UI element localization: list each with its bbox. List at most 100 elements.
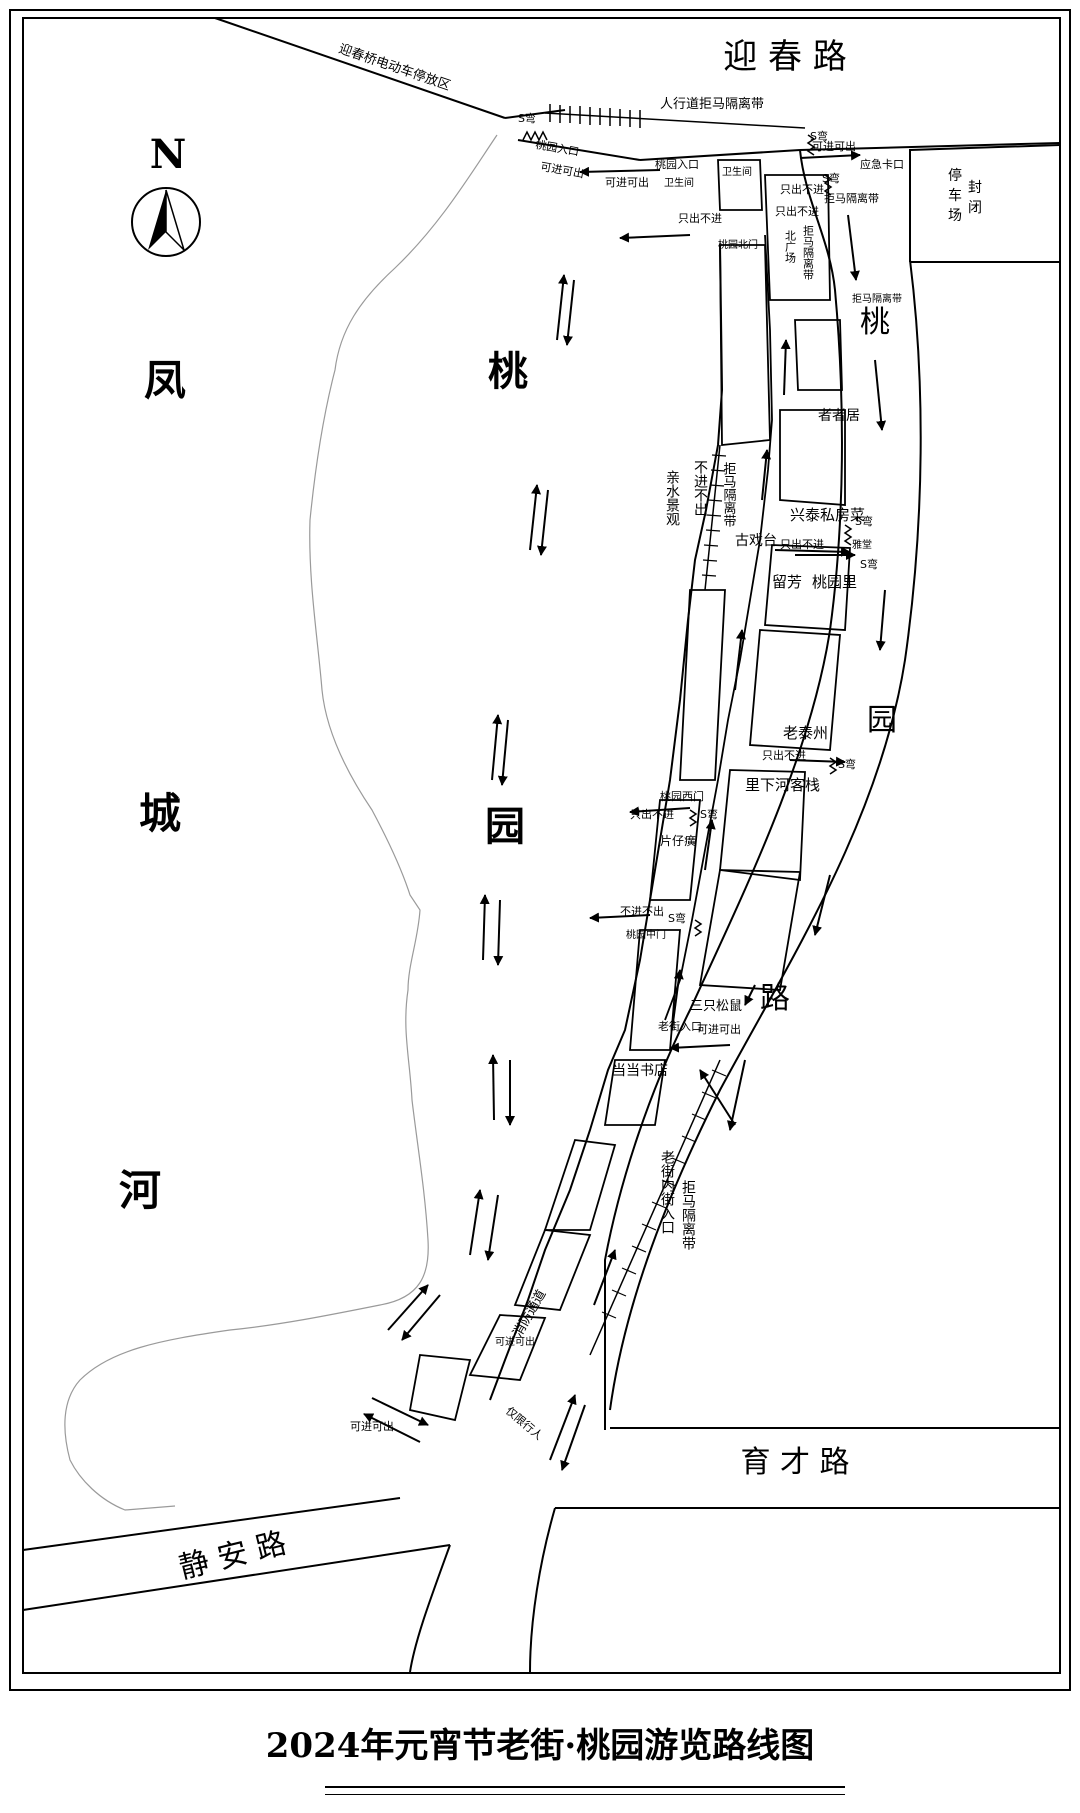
park-char-2: 园 — [485, 803, 525, 850]
small-labels: 迎春桥电动车停放区 人行道拒马隔离带 S弯 桃园入口 可进可出 桃园入口 可进可… — [337, 41, 904, 1443]
label-s-bend-1: S弯 — [518, 111, 536, 125]
compass: N — [131, 131, 201, 257]
label-barrier-vertical-2: 拒马隔离带 — [802, 225, 815, 281]
label-north-gate: 桃园北门 — [718, 238, 758, 251]
jingan-road-label: 静 安 路 — [176, 1526, 290, 1586]
label-in-out-1: 可进可出 — [539, 159, 585, 180]
compass-needle-light — [165, 189, 185, 251]
taoyuan-road-char-2: 园 — [867, 703, 897, 738]
outer-frame — [9, 9, 1071, 1691]
parking-block-edge — [909, 144, 1061, 262]
barrier-ticks-top — [549, 104, 641, 128]
buildings — [408, 159, 851, 1422]
label-toilet-1: 卫生间 — [664, 176, 694, 189]
road-arrows — [726, 214, 887, 1131]
river-char-2: 城 — [139, 789, 181, 838]
label-exit-only-4: 只出不进 — [780, 537, 824, 551]
label-old-street-entrance: 老街入口 — [658, 1019, 702, 1033]
label-s-bend-8: S弯 — [668, 911, 686, 925]
inner-entrance-arrow — [699, 1069, 736, 1126]
label-ancient-stage: 古戏台 — [735, 533, 777, 549]
inner-frame — [22, 17, 1061, 1674]
old-street-barrier-ticks — [601, 1069, 727, 1319]
label-no-entry-exit-vertical: 不进不出 — [692, 460, 708, 516]
s-bend-marks — [522, 130, 853, 937]
label-in-out-5: 可进可出 — [495, 1335, 535, 1348]
taoyuan-road-west-edge — [604, 149, 843, 1430]
label-parking-e: 闭 — [968, 200, 982, 216]
label-parking-c: 场 — [948, 208, 962, 224]
label-in-out-3: 可进可出 — [812, 139, 856, 153]
jingan-road-bottom-edge — [22, 1544, 451, 1611]
compass-north-label: N — [150, 131, 187, 178]
label-exit-only-2: 只出不进 — [775, 204, 819, 218]
label-exit-only-1: 只出不进 — [780, 182, 824, 196]
label-emergency-post: 应急卡口 — [860, 157, 904, 171]
label-s-bend-4: S弯 — [855, 514, 873, 528]
label-s-bend-6: S弯 — [838, 757, 856, 771]
label-toilet-2: 卫生间 — [722, 165, 752, 178]
map-canvas: N 迎 春 路 育 才 路 静 安 路 凤 城 河 桃 园 桃 园 路 迎春桥电… — [9, 9, 1071, 1691]
label-waterfront: 亲水景观 — [664, 470, 680, 527]
river-outline — [64, 134, 498, 1511]
route-map: N 迎 春 路 育 才 路 静 安 路 凤 城 河 桃 园 桃 园 路 迎春桥电… — [9, 9, 1071, 1691]
park-char-1: 桃 — [488, 348, 528, 395]
label-pedestrian-barrier: 人行道拒马隔离带 — [660, 96, 764, 112]
taoyuan-road-east-edge — [609, 259, 922, 1411]
compass-ring — [131, 187, 201, 257]
label-parking-a: 停 — [948, 167, 962, 184]
label-barrier-vertical-3: 拒马隔离带 — [721, 462, 737, 527]
label-parking-b: 车 — [948, 187, 962, 204]
label-ebike-parking: 迎春桥电动车停放区 — [337, 41, 453, 94]
label-zhezhe-ju: 者者居 — [818, 408, 860, 424]
map-title: 2024年元宵节老街·桃园游览路线图 — [265, 1726, 815, 1766]
yucai-road-label: 育 才 路 — [740, 1445, 849, 1480]
label-entrance-2: 桃园入口 — [655, 157, 699, 171]
title-underline — [325, 1786, 845, 1795]
label-exit-only-5: 只出不进 — [762, 748, 806, 762]
yingchun-road-edge-3 — [517, 139, 641, 161]
label-parking-d: 封 — [968, 180, 982, 196]
waterfront-barrier-ticks — [701, 454, 727, 577]
label-barrier-strip: 拒马隔离带 — [824, 191, 879, 205]
vertical-labels: 停 车 场 封 闭 — [948, 167, 982, 224]
two-way-arrows — [363, 274, 586, 1471]
label-three-squirrels: 三只松鼠 — [690, 999, 742, 1014]
taoyuan-road-char-1: 桃 — [860, 305, 890, 340]
jingan-road-curve-1 — [409, 1544, 451, 1673]
yingchun-road-edge-4 — [639, 149, 801, 161]
label-s-bend-7: S弯 — [700, 807, 718, 821]
pedestrian-barrier-line — [544, 112, 806, 129]
compass-needle-dark — [148, 190, 166, 250]
label-dangdang-books: 当当书店 — [612, 1063, 668, 1079]
label-taoyuanli: 桃园里 — [812, 573, 857, 591]
yingchun-road-edge-5 — [799, 142, 1061, 151]
label-in-out-4: 可进可出 — [697, 1022, 741, 1036]
river-char-3: 河 — [119, 1166, 161, 1215]
label-liufang: 留芳 — [772, 573, 802, 591]
label-xingtai: 兴泰私房菜 — [790, 506, 865, 524]
label-pianzi-zhen: 片仔癀 — [660, 834, 696, 848]
yingchun-road-edge-1 — [214, 17, 506, 119]
label-exit-only-3: 只出不进 — [678, 211, 722, 225]
jingan-road-curve-2 — [529, 1507, 556, 1673]
yingchun-road-edge-2 — [504, 109, 566, 119]
label-barrier-vertical-4: 拒马隔离带 — [680, 1180, 696, 1251]
label-in-out-6: 可进可出 — [350, 1419, 394, 1433]
label-entrance-1: 桃园入口 — [534, 137, 580, 158]
river-char-1: 凤 — [144, 356, 186, 405]
label-s-bend-3: S弯 — [822, 171, 840, 185]
yingchun-road-label: 迎 春 路 — [723, 37, 847, 77]
label-s-bend-5: S弯 — [860, 557, 878, 571]
label-barrier-vertical: 拒马隔离带 — [852, 292, 902, 305]
label-pedestrians-only: 仅限行人 — [503, 1404, 545, 1442]
label-s-bend-2: S弯 — [810, 129, 828, 143]
label-lixiahe-inn: 里下河客栈 — [745, 776, 820, 794]
label-north-square: 北广场 — [784, 230, 797, 264]
inner-arrows — [579, 150, 861, 1306]
label-middle-gate: 桃园中门 — [626, 928, 666, 941]
label-exit-only-6: 只出不进 — [630, 807, 674, 821]
old-street-block-inner — [664, 234, 773, 1021]
label-in-out-2: 可进可出 — [605, 175, 649, 189]
label-zhudian: 雅堂 — [852, 538, 872, 551]
